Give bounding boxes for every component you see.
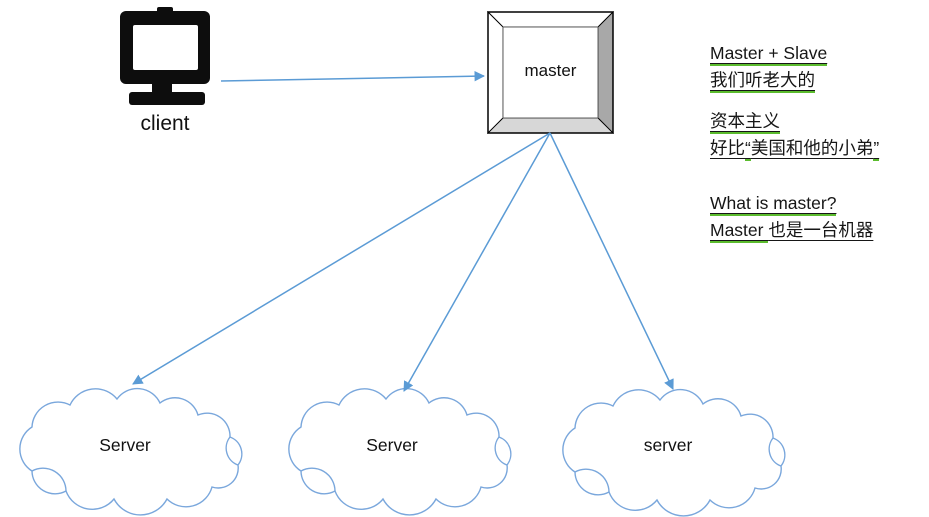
- server-label-1: Server: [99, 435, 151, 455]
- client-monitor-icon: [120, 7, 210, 105]
- note-line-master-machine: Master 也是一台机器: [710, 217, 879, 244]
- master-box: [486, 10, 615, 135]
- server-label-3: server: [643, 435, 693, 455]
- client-label: client: [140, 112, 190, 135]
- note-line-capitalism: 资本主义: [710, 108, 879, 135]
- server-label-2: Server: [366, 435, 418, 455]
- arrow-master-to-server-3: [549, 132, 674, 390]
- arrow-master-to-server-1: [132, 132, 551, 385]
- notes-block: Master + Slave 我们听老大的 资本主义 好比“美国和他的小弟” W…: [710, 40, 880, 244]
- master-label: master: [524, 61, 577, 80]
- note-line-what-is-master: What is master?: [710, 190, 879, 217]
- arrow-master-to-server-2: [403, 132, 551, 392]
- note-line-usa-brothers: 好比“美国和他的小弟”: [710, 135, 880, 162]
- arrow-client-to-master: [220, 70, 486, 82]
- note-line-listen-boss: 我们听老大的: [710, 67, 879, 94]
- note-line-master-slave: Master + Slave: [710, 40, 879, 67]
